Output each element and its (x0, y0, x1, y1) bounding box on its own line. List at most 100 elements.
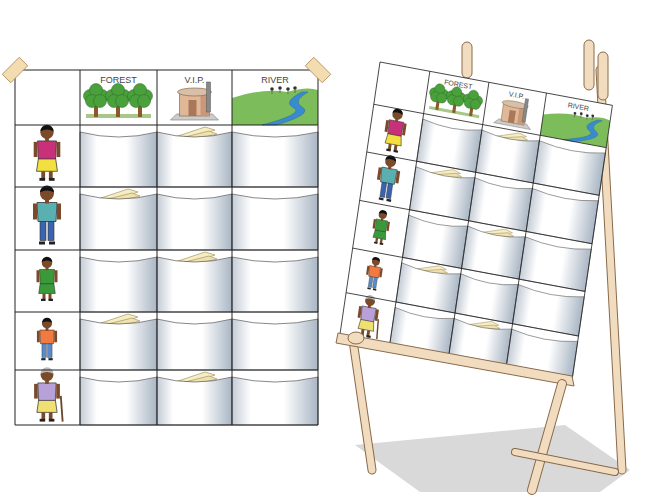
leg (373, 277, 378, 289)
tree-crown (116, 95, 129, 108)
grid-line (157, 70, 158, 425)
pockets (390, 115, 606, 378)
pocket (232, 257, 318, 312)
hair (42, 257, 53, 262)
pockets (80, 127, 318, 425)
pocket (232, 377, 318, 425)
grid-line (360, 200, 592, 243)
pocket (403, 215, 468, 268)
pocket (396, 263, 461, 313)
person-icon (37, 318, 57, 360)
person-icon (382, 107, 409, 154)
header-pictures (84, 82, 319, 125)
head (371, 257, 380, 266)
hair (372, 256, 380, 261)
hair (41, 367, 54, 373)
pocket (462, 226, 526, 279)
grid-line (572, 105, 612, 378)
pocket (80, 319, 157, 370)
foot (49, 178, 55, 181)
river-land (232, 88, 318, 125)
pocket (449, 318, 512, 366)
pocket (80, 377, 157, 425)
pocket (157, 194, 232, 250)
easel-leg (532, 384, 562, 490)
leg (41, 171, 45, 179)
shirt (375, 219, 388, 232)
grid-line (232, 70, 233, 425)
vent-pipe (207, 82, 211, 112)
arm (395, 171, 400, 184)
person-icon (355, 293, 383, 339)
chart-drawing (15, 70, 318, 425)
foot (39, 242, 45, 245)
tree-dot (586, 114, 589, 117)
hair (40, 125, 53, 132)
pocket (455, 274, 518, 324)
grid-line (367, 152, 599, 195)
easel-shadow (355, 425, 630, 492)
pocket (513, 285, 585, 337)
arm (402, 123, 407, 135)
tree-dot (573, 112, 576, 115)
pocket-chart: FORESTV.I.P.RIVER (340, 62, 613, 378)
tree-crown (470, 98, 481, 110)
foot (48, 358, 52, 360)
easel-joint (348, 332, 364, 344)
easel-leg (350, 320, 372, 470)
arm (37, 270, 40, 282)
river-water (563, 114, 602, 146)
leg (48, 343, 52, 357)
foot (366, 335, 371, 338)
grid-line (340, 335, 572, 378)
leg (48, 221, 54, 241)
grid-line (15, 70, 318, 71)
head (40, 187, 54, 201)
leg (42, 343, 46, 357)
arm (358, 306, 362, 318)
arm (366, 266, 370, 275)
hair (42, 318, 52, 323)
arm (57, 142, 61, 157)
column-heading: RIVER (232, 75, 318, 85)
tree-crown (436, 92, 447, 104)
arm (34, 142, 38, 157)
person-icon (34, 367, 63, 421)
person-icon (370, 209, 391, 246)
leg (49, 294, 52, 300)
river-water (262, 92, 308, 125)
skirt (39, 283, 56, 294)
grid-line (15, 312, 318, 313)
shirt (37, 203, 57, 222)
foot (49, 419, 55, 422)
foot (41, 358, 45, 360)
leg (49, 412, 53, 419)
pocket (80, 194, 157, 250)
shirt (38, 383, 56, 400)
leg (368, 276, 373, 288)
walking-stick (375, 319, 379, 339)
foot (49, 299, 54, 301)
shirt (387, 120, 404, 137)
tree-dot (580, 112, 583, 115)
chart-board (340, 62, 613, 378)
pocket (417, 119, 482, 172)
arm (379, 268, 383, 277)
hair (379, 209, 388, 215)
easel-pole (584, 40, 594, 90)
grid-line (506, 93, 546, 366)
leg (43, 294, 46, 300)
column-heading: FOREST (80, 75, 157, 85)
grid-line (374, 104, 606, 147)
arm (55, 270, 58, 282)
pocket (157, 257, 232, 312)
arm (56, 384, 60, 399)
tape (2, 57, 27, 82)
pocket (410, 167, 475, 221)
head (42, 319, 52, 329)
arm (34, 384, 38, 399)
pocket (157, 319, 232, 370)
grid-line (449, 82, 489, 355)
arm (57, 204, 61, 220)
